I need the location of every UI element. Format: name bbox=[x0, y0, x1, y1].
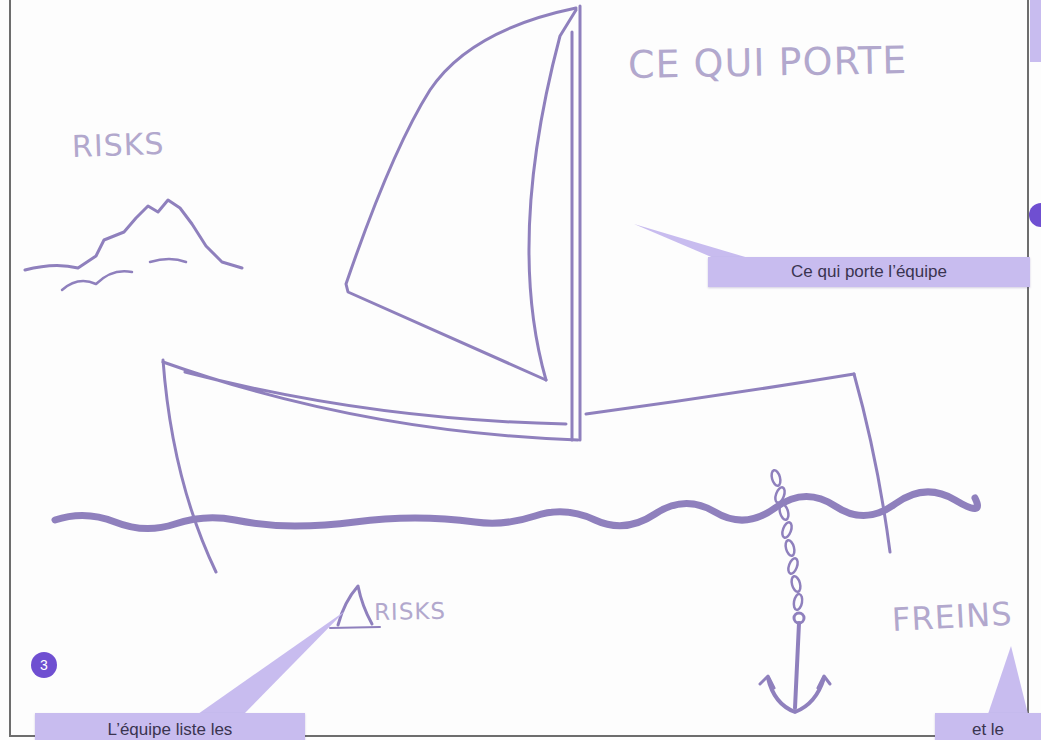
hull-side-left bbox=[163, 360, 216, 572]
sail-outer bbox=[346, 8, 576, 380]
callout-text: Ce qui porte l’équipe bbox=[791, 262, 947, 282]
chain-link bbox=[793, 593, 804, 610]
callout-pointer bbox=[634, 224, 752, 259]
rock-outline bbox=[25, 200, 242, 270]
anchor-chain bbox=[770, 469, 803, 610]
anchor-tips bbox=[760, 676, 830, 688]
chain-link bbox=[774, 486, 787, 504]
callout-text: L’équipe liste les bbox=[108, 720, 233, 740]
hull-side-right bbox=[854, 374, 890, 552]
water-waves bbox=[55, 492, 978, 529]
callout-number: 3 bbox=[31, 652, 57, 678]
mast bbox=[572, 6, 580, 440]
photo-frame bbox=[10, 0, 1028, 736]
anchor bbox=[760, 613, 830, 712]
chain-link bbox=[778, 503, 790, 521]
chain-link bbox=[770, 469, 782, 487]
hull-top-right bbox=[586, 374, 854, 414]
callout-pointer bbox=[198, 611, 345, 714]
callout-box: L’équipe liste les bbox=[35, 713, 305, 740]
handwritten-label: RISKS bbox=[374, 600, 446, 624]
callout-number: 3 bbox=[40, 657, 48, 673]
rock-base bbox=[62, 259, 186, 290]
callout-text: et le bbox=[972, 720, 1004, 740]
handwritten-label: FREINS bbox=[891, 598, 1013, 636]
chain-link bbox=[784, 539, 796, 557]
sail-inner bbox=[529, 10, 576, 380]
anchor-flukes bbox=[768, 678, 824, 712]
chain-link bbox=[781, 521, 794, 539]
callout-badge-fragment bbox=[1029, 203, 1041, 227]
callout-box: Ce qui porte l’équipe bbox=[708, 257, 1030, 287]
chain-link bbox=[787, 557, 800, 575]
callout-box: et le bbox=[935, 713, 1041, 740]
handwritten-title: CE QUI PORTE bbox=[628, 41, 908, 84]
shark-water bbox=[330, 627, 380, 628]
handwritten-label: RISKS bbox=[71, 129, 164, 162]
callout-fragment bbox=[1030, 0, 1041, 62]
anchor-shank bbox=[795, 623, 799, 708]
chain-link bbox=[790, 575, 802, 593]
shark-fin bbox=[338, 586, 372, 625]
hull-top bbox=[163, 362, 578, 440]
callout-pointer bbox=[988, 646, 1028, 714]
